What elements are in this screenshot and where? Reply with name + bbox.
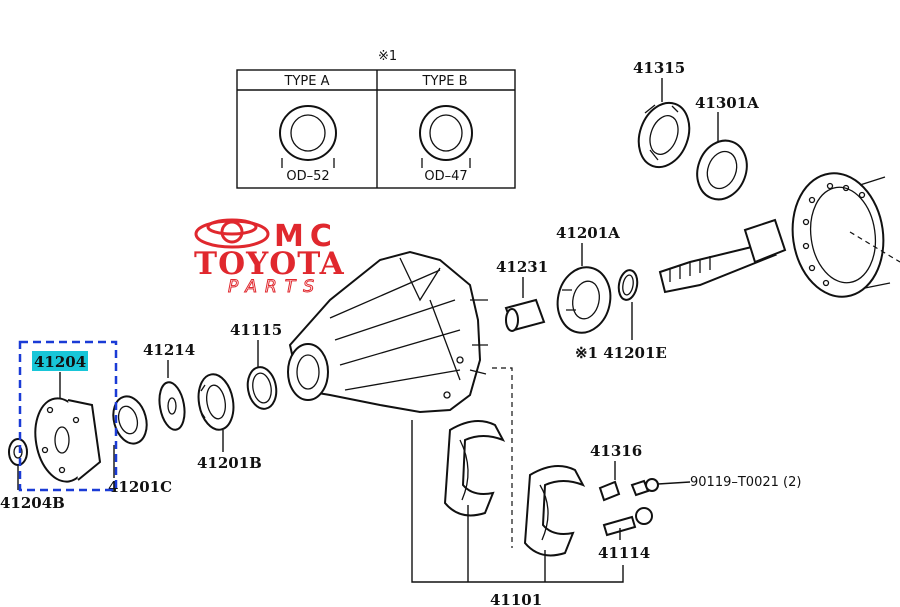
- part-41201a-bearing: 41201A: [556, 224, 620, 334]
- type-a-label: TYPE A: [284, 74, 330, 89]
- label-41316: 41316: [590, 442, 642, 460]
- highlight-41204: 41204: [18, 340, 118, 492]
- part-41204-flange: [34, 372, 102, 483]
- label-41301a: 41301A: [695, 94, 759, 112]
- part-41214-washer: 41214: [143, 341, 195, 431]
- type-a-bearing-icon: [279, 105, 337, 168]
- leader-lines-41101: 41101: [411, 367, 624, 607]
- label-41204: 41204: [34, 353, 86, 371]
- part-41204b-nut: 41204B: [0, 438, 65, 512]
- bearing-cap-right: [523, 465, 586, 557]
- note-mark: ※1: [378, 49, 397, 64]
- logo-parts-text: PARTS: [228, 277, 322, 297]
- part-41201c-seal: 41201C: [108, 395, 172, 496]
- part-41114-bolt: 41114: [598, 507, 653, 562]
- logo-toyota-text: TOYOTA: [194, 246, 345, 282]
- toyota-emblem-icon: [194, 218, 270, 249]
- part-41315-bearing: 41315: [633, 59, 691, 169]
- type-b-bearing-icon: [419, 105, 473, 168]
- part-41201e-shim: ※1 41201E: [575, 269, 667, 362]
- part-41316-lock: 41316: [590, 442, 642, 502]
- label-41101: 41101: [490, 591, 542, 607]
- label-41201e: ※1 41201E: [575, 344, 667, 362]
- ring-gear-and-pinion: [658, 172, 900, 298]
- label-41115: 41115: [230, 321, 282, 339]
- differential-carrier-housing: [287, 250, 488, 414]
- part-41115-seal: 41115: [230, 321, 282, 410]
- omc-toyota-parts-logo: MC TOYOTA PARTS: [194, 218, 345, 298]
- label-41231: 41231: [496, 258, 548, 276]
- label-41201b: 41201B: [197, 454, 262, 472]
- part-41301a-bearing-race: 41301A: [695, 94, 759, 201]
- type-b-label: TYPE B: [422, 74, 468, 89]
- label-41315: 41315: [633, 59, 685, 77]
- type-a-dimension: OD–52: [286, 169, 329, 184]
- part-90119-bolt: 90119–T0021 (2): [630, 475, 801, 497]
- label-41201c: 41201C: [108, 478, 172, 496]
- bearing-cap-left: [443, 420, 506, 517]
- logo-omc-text: MC: [274, 219, 338, 254]
- bearing-type-table: ※1 TYPE A TYPE B OD–52 OD–47: [236, 49, 516, 189]
- label-41201a: 41201A: [556, 224, 620, 242]
- label-90119: 90119–T0021 (2): [690, 475, 801, 490]
- label-41204b: 41204B: [0, 494, 65, 512]
- label-41114: 41114: [598, 544, 650, 562]
- label-41214: 41214: [143, 341, 195, 359]
- type-b-dimension: OD–47: [424, 169, 467, 184]
- part-41201b-bearing: 41201B: [197, 373, 262, 472]
- part-41231-spacer: 41231: [496, 258, 548, 332]
